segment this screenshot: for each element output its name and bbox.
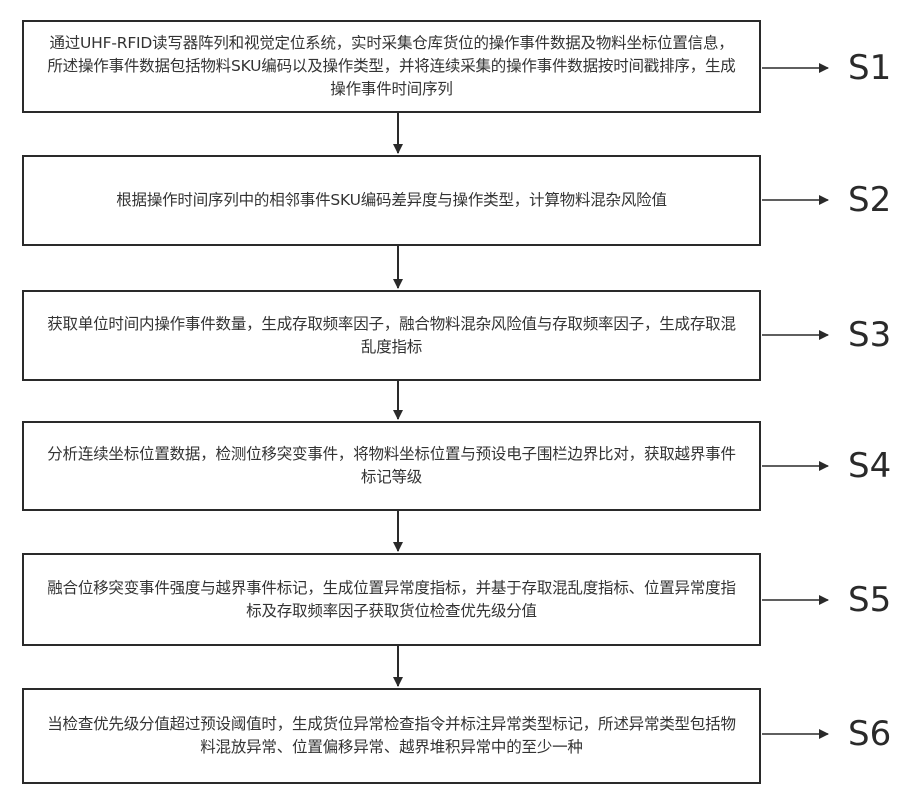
step-label-s1: S1 — [848, 51, 891, 85]
step-text-s6: 当检查优先级分值超过预设阈值时，生成货位异常检查指令并标注异常类型标记，所述异常… — [42, 713, 741, 759]
step-text-s2: 根据操作时间序列中的相邻事件SKU编码差异度与操作类型，计算物料混杂风险值 — [116, 189, 667, 212]
step-label-s5: S5 — [848, 583, 891, 617]
step-text-s3: 获取单位时间内操作事件数量，生成存取频率因子，融合物料混杂风险值与存取频率因子，… — [42, 313, 741, 359]
step-text-s5: 融合位移突变事件强度与越界事件标记，生成位置异常度指标，并基于存取混乱度指标、位… — [42, 577, 741, 623]
step-text-s4: 分析连续坐标位置数据，检测位移突变事件，将物料坐标位置与预设电子围栏边界比对，获… — [42, 443, 741, 489]
step-label-s6: S6 — [848, 717, 891, 751]
step-box-s3: 获取单位时间内操作事件数量，生成存取频率因子，融合物料混杂风险值与存取频率因子，… — [22, 290, 761, 381]
step-label-s3: S3 — [848, 318, 891, 352]
step-box-s4: 分析连续坐标位置数据，检测位移突变事件，将物料坐标位置与预设电子围栏边界比对，获… — [22, 421, 761, 511]
step-label-s2: S2 — [848, 183, 891, 217]
step-box-s5: 融合位移突变事件强度与越界事件标记，生成位置异常度指标，并基于存取混乱度指标、位… — [22, 553, 761, 646]
step-box-s1: 通过UHF-RFID读写器阵列和视觉定位系统，实时采集仓库货位的操作事件数据及物… — [22, 20, 761, 113]
step-box-s2: 根据操作时间序列中的相邻事件SKU编码差异度与操作类型，计算物料混杂风险值 — [22, 155, 761, 246]
step-label-s4: S4 — [848, 449, 891, 483]
step-text-s1: 通过UHF-RFID读写器阵列和视觉定位系统，实时采集仓库货位的操作事件数据及物… — [42, 32, 741, 101]
step-box-s6: 当检查优先级分值超过预设阈值时，生成货位异常检查指令并标注异常类型标记，所述异常… — [22, 688, 761, 784]
